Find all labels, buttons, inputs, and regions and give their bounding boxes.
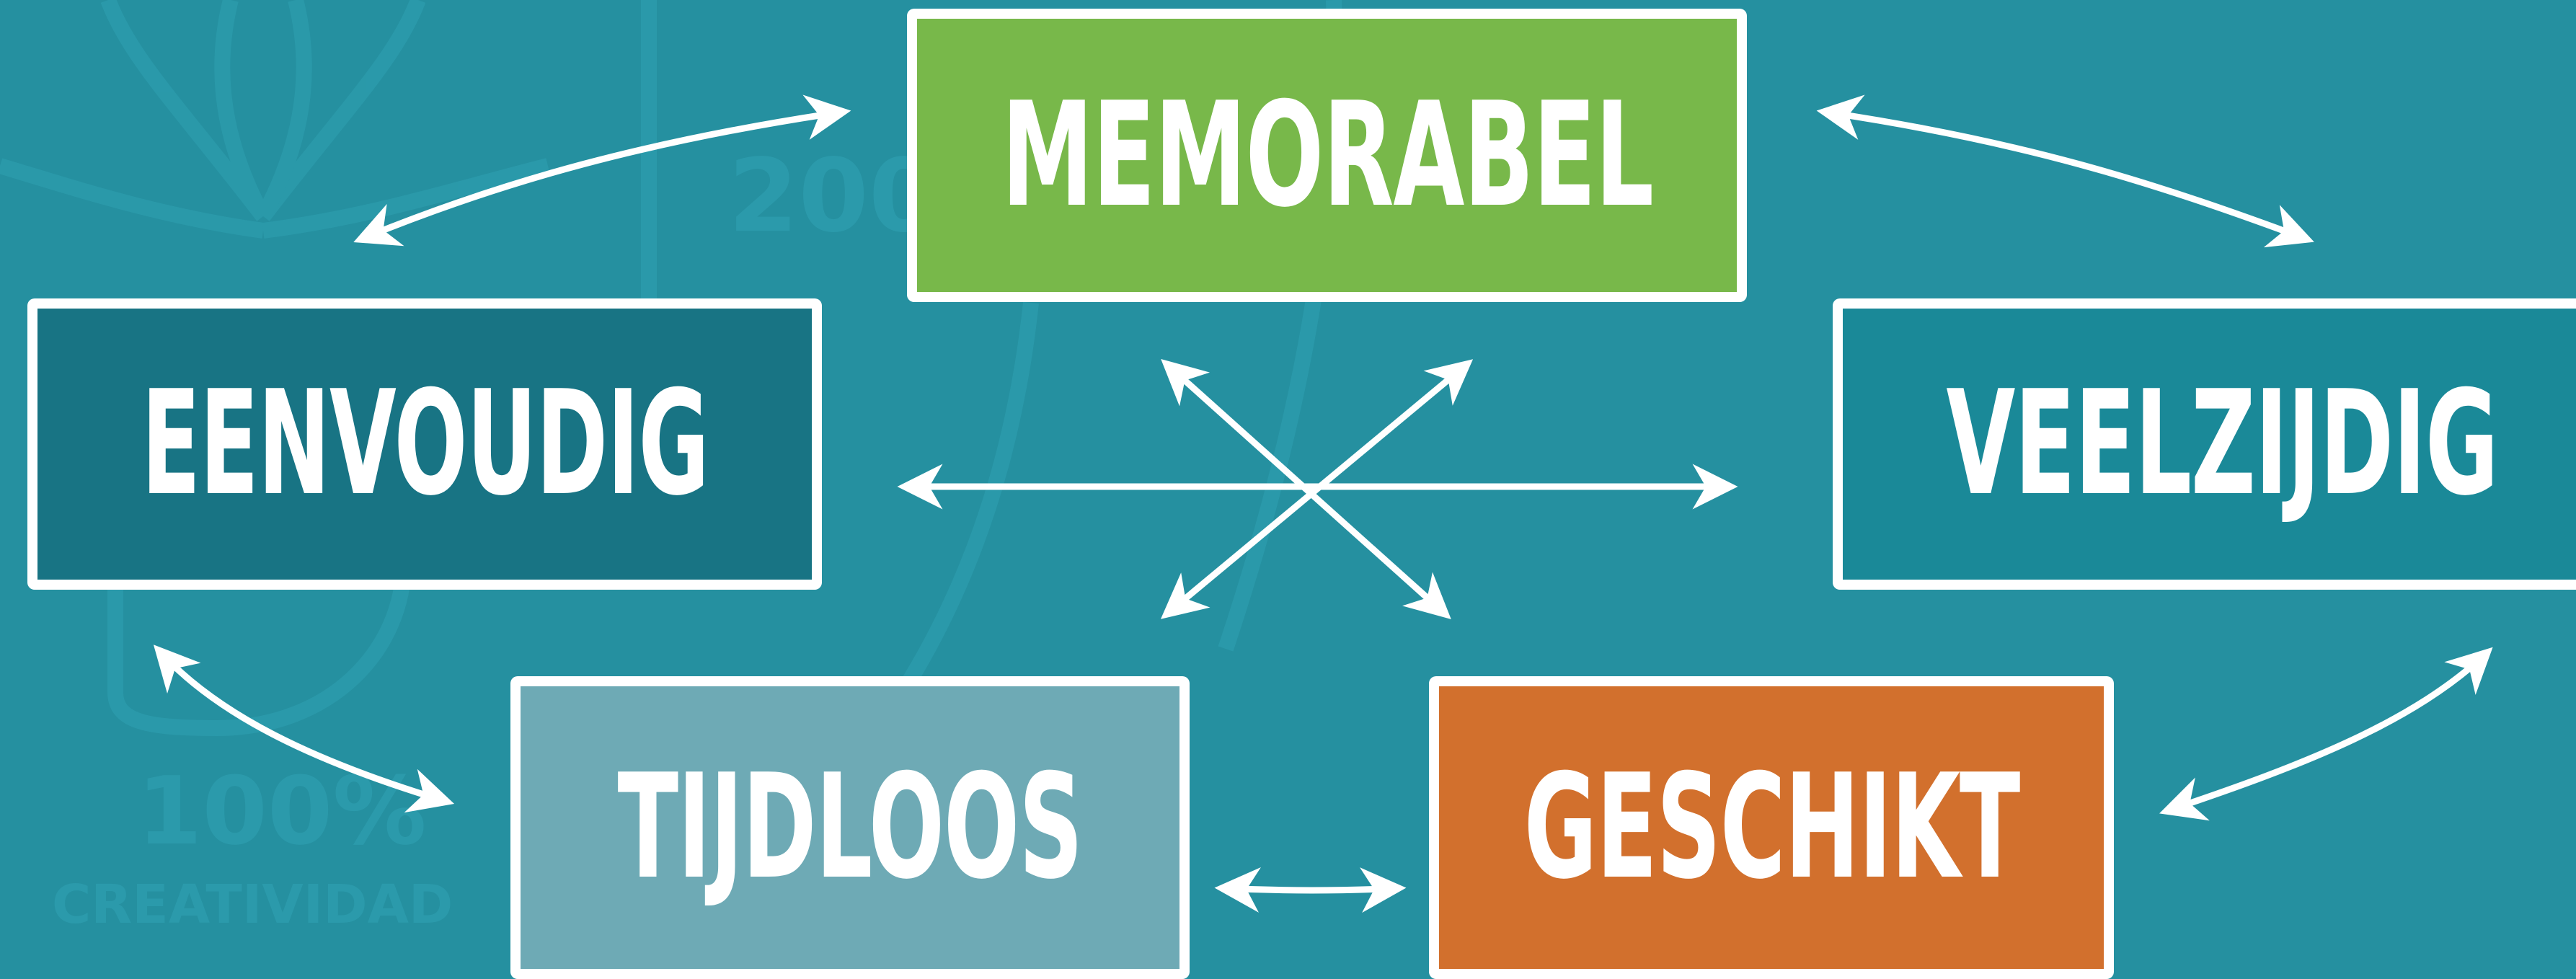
box-memorabel: MEMORABEL <box>907 9 1747 302</box>
arrow-memorabel-eenvoudig <box>353 94 851 247</box>
arrow-cross-2 <box>1160 359 1474 619</box>
box-eenvoudig: EENVOUDIG <box>27 298 822 590</box>
watermark-tagline: CREATIVIDAD <box>52 874 453 936</box>
label-memorabel: MEMORABEL <box>1001 71 1654 239</box>
label-tijdloos: TIJDLOOS <box>617 743 1084 911</box>
arrow-memorabel-veelzijdig <box>1816 94 2314 248</box>
box-tijdloos: TIJDLOOS <box>510 676 1190 979</box>
arrow-veelzijdig-geschikt <box>2159 647 2493 821</box>
box-geschikt: GESCHIKT <box>1429 676 2114 979</box>
box-veelzijdig: VEELZIJDIG <box>1833 298 2576 590</box>
arrow-tijdloos-geschikt <box>1214 867 1407 913</box>
label-eenvoudig: EENVOUDIG <box>141 360 709 528</box>
arrow-eenvoudig-tijdloos <box>153 644 455 813</box>
label-veelzijdig: VEELZIJDIG <box>1946 360 2498 528</box>
leaf-shape <box>100 0 270 221</box>
label-geschikt: GESCHIKT <box>1523 743 2020 911</box>
